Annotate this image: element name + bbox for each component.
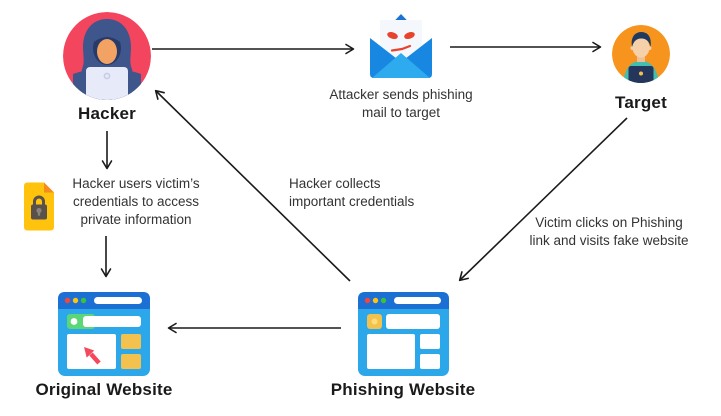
angry-envelope-icon xyxy=(370,14,432,78)
original-website-label: Original Website xyxy=(35,380,173,399)
browser-window-icon xyxy=(357,292,449,376)
node-phishing-email: Attacker sends phishing mail to target xyxy=(310,10,492,122)
annotation-victim-clicks: Victim clicks on Phishing link and visit… xyxy=(529,215,689,249)
target-label: Target xyxy=(615,93,667,112)
hacker-avatar-icon xyxy=(63,12,151,100)
credentials-caption: Hacker users victim’s credentials to acc… xyxy=(72,176,200,228)
cursor-arrow-icon xyxy=(84,347,101,365)
browser-window-cursor-icon xyxy=(58,292,150,376)
hacker-label: Hacker xyxy=(78,104,136,123)
locked-document-icon xyxy=(24,182,54,231)
node-original-website: Original Website xyxy=(18,292,190,400)
phishing-website-label: Phishing Website xyxy=(330,380,476,399)
target-user-avatar-icon xyxy=(612,25,670,83)
locked-document xyxy=(21,181,57,232)
arrow-target-to-phishing-website xyxy=(458,117,628,282)
node-target: Target xyxy=(577,25,705,113)
node-phishing-website: Phishing Website xyxy=(317,292,489,400)
annotation-hacker-collects: Hacker collects important credentials xyxy=(289,176,415,210)
node-hacker: Hacker xyxy=(43,12,171,124)
phishing-email-caption: Attacker sends phishing mail to target xyxy=(329,87,473,121)
